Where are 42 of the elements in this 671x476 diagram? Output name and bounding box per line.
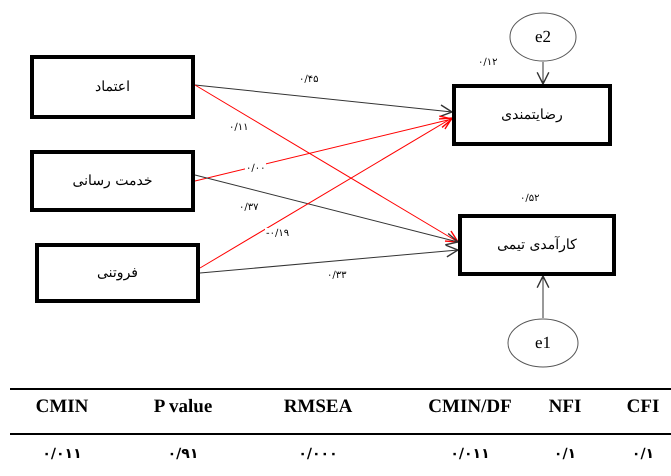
variable-name: e2 — [534, 27, 552, 47]
r-squared-value: ۰/۵۲ — [520, 193, 540, 204]
table-header: P value — [154, 396, 212, 418]
path-arrow — [536, 62, 550, 85]
table-value: ۰/۰۱۱ — [42, 446, 82, 462]
variable-name: خدمت رسانی — [72, 173, 153, 189]
variable-name: کارآمدی تیمی — [497, 237, 577, 253]
variable-box — [458, 214, 616, 276]
path-arrow — [194, 84, 459, 243]
variable-box — [30, 55, 195, 119]
edge-label: -۰/۱۹ — [265, 228, 290, 240]
table-header: NFI — [548, 396, 582, 418]
table-value: ۰/۱ — [554, 446, 576, 462]
variable-name: فروتنی — [97, 265, 138, 281]
table-value: ۰/۰۰۰ — [298, 446, 338, 462]
edge-label: ۰/۳۳ — [326, 270, 348, 282]
path-arrow — [200, 244, 459, 274]
edge-label: ۰/۰۰ — [245, 163, 266, 175]
error-term-ellipse — [507, 318, 579, 368]
table-header: CFI — [626, 396, 660, 418]
table-value: ۰/۱ — [632, 446, 654, 462]
variable-box — [30, 150, 195, 212]
path-arrow — [194, 174, 459, 246]
edge-label: ۰/۳۷ — [238, 202, 260, 214]
path-arrow — [536, 275, 550, 318]
table-header: CMIN/DF — [428, 396, 512, 418]
r-squared-value: ۰/۱۲ — [478, 57, 498, 68]
edge-label: ۰/۴۵ — [298, 74, 320, 86]
variable-name: e1 — [534, 333, 552, 353]
path-arrow — [194, 115, 453, 182]
path-arrow — [200, 117, 453, 268]
table-header: RMSEA — [284, 396, 352, 418]
table-value: ۰/۰۱۱ — [450, 446, 490, 462]
variable-box — [35, 243, 200, 303]
error-term-ellipse — [509, 12, 577, 62]
variable-name: اعتماد — [94, 79, 130, 95]
variable-name: رضایتمندی — [501, 107, 563, 123]
edge-label: ۰/۱۱ — [228, 122, 250, 134]
variable-box — [452, 84, 612, 146]
table-value: ۰/۹۱ — [168, 446, 198, 462]
table-header: CMIN — [36, 396, 88, 418]
path-arrow — [194, 84, 453, 118]
